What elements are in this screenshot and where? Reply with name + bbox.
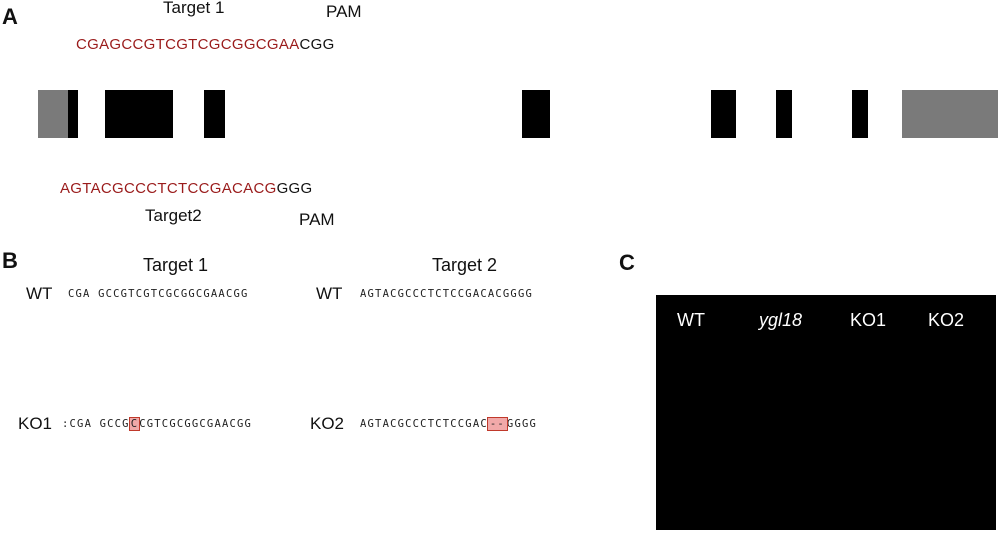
row-label-wt-target2: WT [316, 284, 343, 303]
panel-letter-a: A [2, 4, 18, 29]
plant-label-ko1: KO1 [850, 310, 887, 330]
ko1-seq-post: CGTCGCGGCGAACGG [139, 418, 253, 430]
ko2-seq-pre: AGTACGCCCTCTCCGAC [360, 418, 488, 430]
ko2-seq-post: GGGG [506, 418, 538, 430]
target1-sequence-row: CGAGCCGTCGTCGCGGCGAACGG [76, 36, 335, 53]
pam1-label: PAM [326, 2, 362, 21]
plant-label-wt: WT [677, 310, 705, 330]
row-label-ko1: KO1 [18, 414, 53, 433]
plant-label-ko2: KO2 [928, 310, 965, 330]
target2-sequence-row: AGTACGCCCTCTCCGACACGGGG [60, 180, 312, 197]
row-label-ko2: KO2 [310, 414, 345, 433]
exon-3 [204, 90, 225, 138]
row-label-wt-target1: WT [26, 284, 53, 303]
plant-photo: WT ygl18 KO1 KO2 [656, 295, 996, 530]
ko1-seq-pre: :CGA GCCG [62, 418, 130, 430]
trace-seq-ko2: AGTACGCCCTCTCCGAC--GGGG [360, 417, 538, 431]
exon-5 [711, 90, 736, 138]
pam1-sequence: CGG [299, 36, 335, 53]
pam2-sequence: GGG [276, 180, 313, 197]
ko1-mutation: C [128, 417, 141, 431]
panel-letter-b: B [2, 248, 18, 273]
three-prime-utr [902, 90, 998, 138]
target1-label: Target 1 [163, 0, 225, 17]
target2-label: Target2 [145, 206, 202, 225]
trace-seq-ko1: :CGA GCCGCCGTCGCGGCGAACGG [62, 417, 253, 431]
trace-target1-title: Target 1 [143, 255, 209, 275]
target2-sequence: AGTACGCCCTCTCCGACACG [60, 180, 277, 197]
pam2-label: PAM [299, 210, 335, 229]
exon-7 [852, 90, 868, 138]
trace-seq-wt-target2: AGTACGCCCTCTCCGACACGGGG [360, 288, 533, 300]
five-prime-utr [38, 90, 68, 138]
exon-6 [776, 90, 792, 138]
exon-1 [68, 90, 78, 138]
ko2-mutation: -- [486, 417, 508, 431]
trace-seq-wt-target1: CGA GCCGTCGTCGCGGCGAACGG [68, 288, 249, 300]
panel-letter-c: C [619, 250, 635, 275]
trace-target2-title: Target 2 [432, 255, 498, 275]
exon-4 [522, 90, 550, 138]
exon-2 [105, 90, 173, 138]
target1-sequence: CGAGCCGTCGTCGCGGCGAA [76, 36, 300, 53]
plant-label-ygl18: ygl18 [759, 310, 803, 330]
